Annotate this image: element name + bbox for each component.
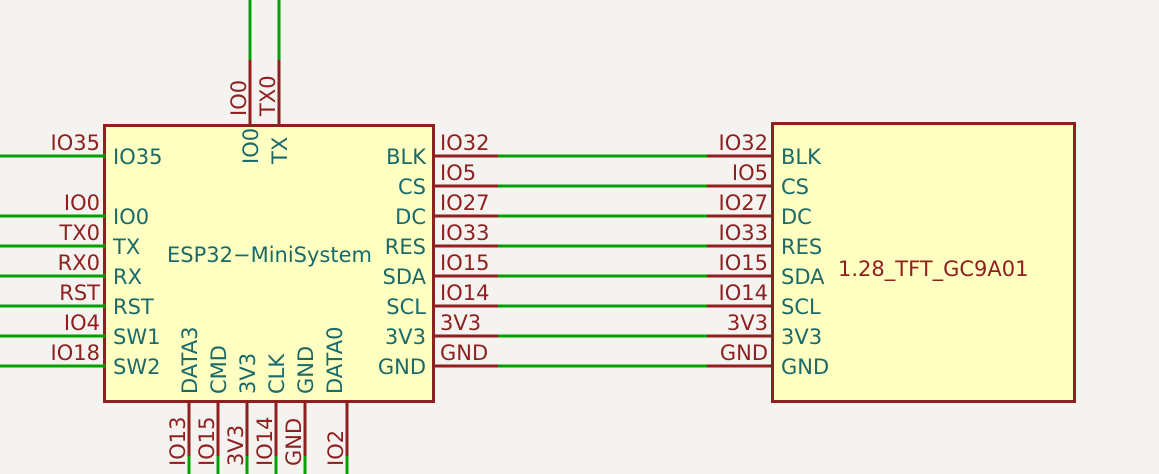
esp32-right-pin-stubs [434,154,500,368]
bus-net-label-left-IO5[interactable]: IO5 [440,161,476,185]
esp32-bottom-pin-names: DATA3 CMD 3V3 CLK GND DATA0 [178,327,347,394]
net-label-bot-3V3[interactable]: 3V3 [224,425,248,466]
pin-name-top-IO0: IO0 [239,128,263,164]
bus-net-label-right-IO33[interactable]: IO33 [719,221,768,245]
esp32-top-pin-names: IO0 TX [239,128,292,165]
net-label-IO18[interactable]: IO18 [51,341,100,365]
esp32-body [103,124,435,403]
bus-net-label-right-GND[interactable]: GND [720,341,768,365]
pin-name-RES: RES [385,235,426,259]
bus-net-label-right-IO15[interactable]: IO15 [719,251,768,275]
tft-left-pin-names: BLK CS DC RES SDA SCL 3V3 GND [781,145,829,379]
bus-net-label-left-IO27[interactable]: IO27 [440,191,489,215]
net-labels-bus-left: IO32 IO5 IO27 IO33 IO15 IO14 3V3 GND [440,131,489,365]
tft-pin-name-GND: GND [781,355,829,379]
bus-net-label-right-3V3[interactable]: 3V3 [727,311,768,335]
net-label-RST[interactable]: RST [59,281,100,305]
esp32-top-wires [248,0,281,60]
bus-net-label-right-IO27[interactable]: IO27 [719,191,768,215]
net-label-bot-GND[interactable]: GND [282,418,306,466]
bus-net-label-left-GND[interactable]: GND [440,341,488,365]
esp32-left-wires [0,154,106,368]
tft-pin-name-DC: DC [781,205,812,229]
tft-pin-name-3V3: 3V3 [781,325,822,349]
tft-left-pin-stubs [707,154,772,368]
net-labels-esp32-bottom: IO13 IO15 3V3 IO14 GND IO2 [166,417,348,466]
tft-pin-name-SCL: SCL [781,295,821,319]
pin-name-top-TX: TX [268,137,292,165]
net-label-TX0[interactable]: TX0 [58,221,100,245]
pin-name-IO35: IO35 [113,145,162,169]
pin-name-CS: CS [398,175,426,199]
pin-name-SCL: SCL [386,295,426,319]
net-label-IO35[interactable]: IO35 [51,131,100,155]
pin-name-IO0: IO0 [113,205,149,229]
bus-net-label-right-IO14[interactable]: IO14 [719,281,768,305]
component-esp32[interactable]: IO35 IO0 TX RX RST SW1 SW2 BLK CS DC RES… [0,0,500,474]
tft-pin-name-CS: CS [781,175,809,199]
esp32-top-pin-stubs [248,58,281,125]
tft-pin-name-RES: RES [781,235,822,259]
bus-net-label-left-3V3[interactable]: 3V3 [440,311,481,335]
pin-name-SDA: SDA [383,265,427,289]
pin-name-bot-CLK: CLK [265,353,289,394]
bus-net-label-left-IO14[interactable]: IO14 [440,281,489,305]
net-label-top-TX0[interactable]: TX0 [256,75,280,117]
pin-name-bot-DATA3: DATA3 [178,327,202,394]
net-label-bot-IO15[interactable]: IO15 [195,417,219,466]
pin-name-BLK: BLK [386,145,427,169]
bus-net-label-right-IO32[interactable]: IO32 [719,131,768,155]
bus-net-label-left-IO15[interactable]: IO15 [440,251,489,275]
tft-component-label: 1.28_TFT_GC9A01 [838,257,1029,282]
bus-net-label-left-IO33[interactable]: IO33 [440,221,489,245]
bus-net-label-right-IO5[interactable]: IO5 [732,161,768,185]
pin-name-bot-GND: GND [294,346,318,394]
bus-net-label-left-IO32[interactable]: IO32 [440,131,489,155]
esp32-left-pin-names: IO35 IO0 TX RX RST SW1 SW2 [112,145,162,379]
tft-pin-name-BLK: BLK [781,145,822,169]
tft-body [771,122,1076,403]
net-label-RX0[interactable]: RX0 [58,251,100,275]
pin-name-TX: TX [112,235,140,259]
pin-name-3V3: 3V3 [385,325,426,349]
esp32-bottom-pin-stubs [187,402,349,458]
pin-name-RX: RX [113,265,142,289]
net-label-bot-IO13[interactable]: IO13 [166,417,190,466]
esp32-component-label: ESP32−MiniSystem [167,243,372,267]
net-label-bot-IO14[interactable]: IO14 [253,417,277,466]
pin-name-bot-DATA0: DATA0 [323,327,347,394]
net-label-bot-IO2[interactable]: IO2 [324,430,348,466]
pin-name-GND: GND [378,355,426,379]
pin-name-SW1: SW1 [113,325,160,349]
pin-name-RST: RST [113,295,154,319]
interconnect-bus-wires [498,154,709,368]
pin-name-bot-CMD: CMD [207,345,231,394]
component-tft[interactable]: BLK CS DC RES SDA SCL 3V3 GND 1.28_TFT_G… [707,122,1076,403]
pin-name-bot-3V3: 3V3 [236,353,260,394]
tft-pin-name-SDA: SDA [781,265,825,289]
net-label-IO4[interactable]: IO4 [64,311,100,335]
esp32-bottom-wires [187,456,349,474]
net-labels-esp32-top: IO0 TX0 [227,75,280,117]
pin-name-SW2: SW2 [113,355,160,379]
net-labels-bus-right: IO32 IO5 IO27 IO33 IO15 IO14 3V3 GND [719,131,768,365]
net-labels-esp32-left: IO35 IO0 TX0 RX0 RST IO4 IO18 [51,131,101,365]
pin-name-DC: DC [395,205,426,229]
net-label-top-IO0[interactable]: IO0 [227,80,251,116]
esp32-right-pin-names: BLK CS DC RES SDA SCL 3V3 GND [378,145,427,379]
net-label-IO0[interactable]: IO0 [64,191,100,215]
